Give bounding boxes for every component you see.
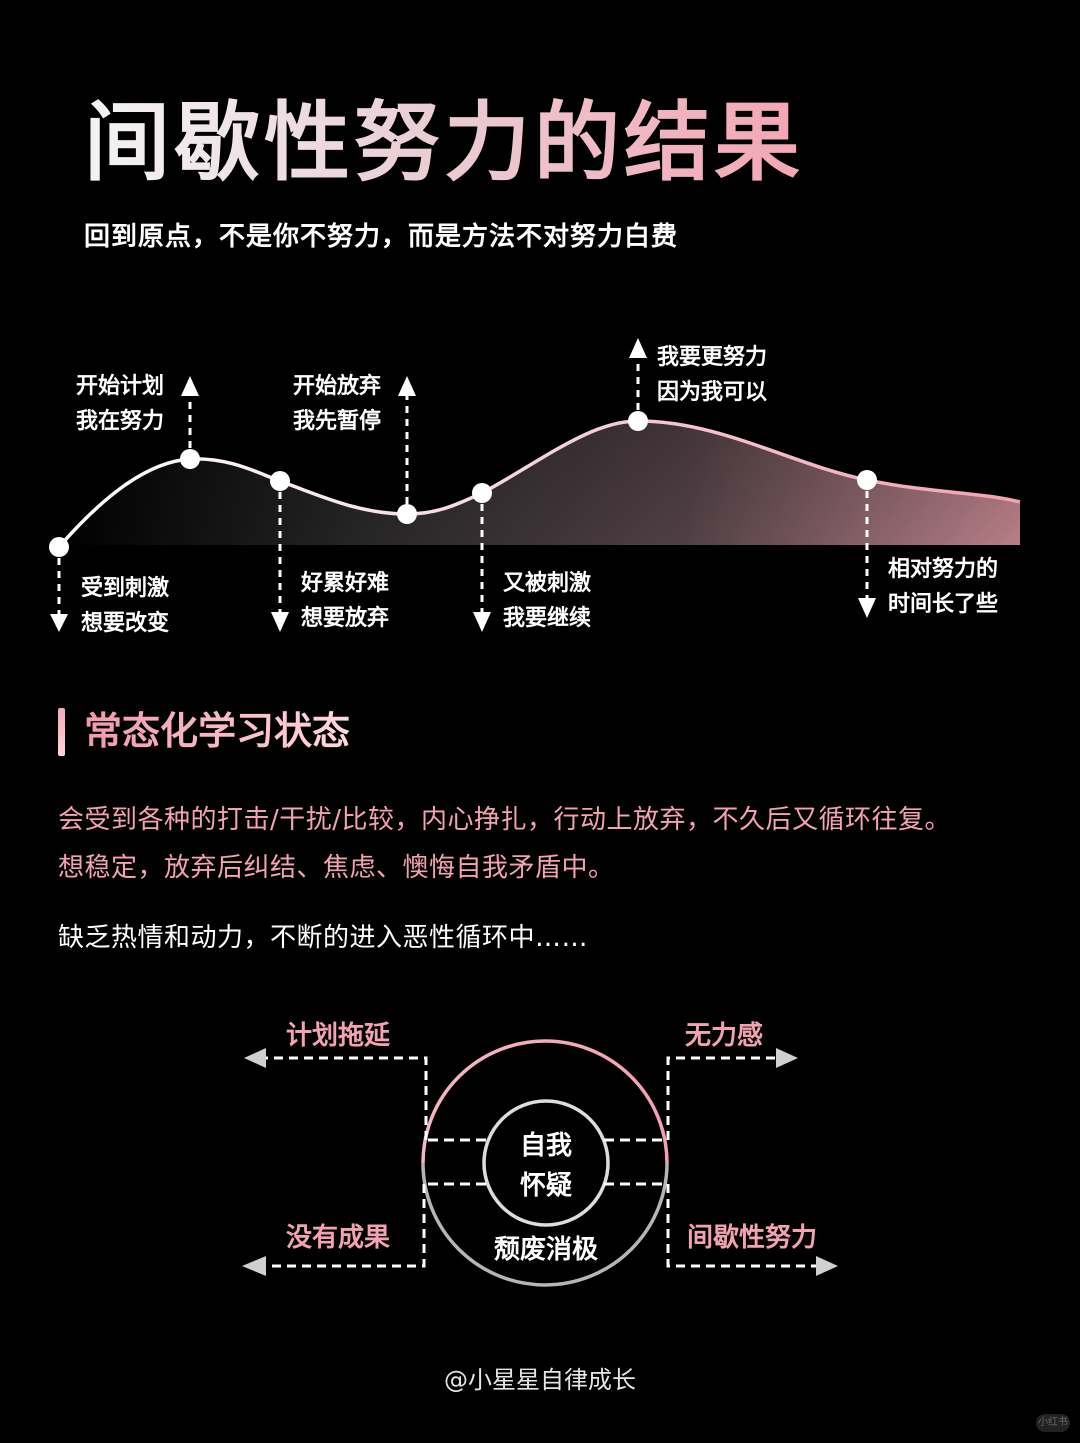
watermark-badge: 小红书	[1036, 1414, 1070, 1432]
paragraph-vicious-cycle: 缺乏热情和动力，不断的进入恶性循环中……	[58, 923, 589, 953]
point-m6	[628, 411, 648, 431]
inner-label-line1: 自我	[520, 1130, 572, 1161]
inner-circle	[482, 1099, 610, 1227]
label-bottom-left: 没有成果	[286, 1223, 390, 1253]
label-m6-line2: 因为我可以	[657, 380, 767, 405]
point-m2	[180, 449, 200, 469]
elbow-bottom-left	[262, 1184, 426, 1268]
section-accent-bar	[58, 708, 65, 756]
page-title: 间歇性努力的结果	[84, 88, 804, 198]
outer-ring-top	[421, 1039, 669, 1164]
arrowhead-m7	[858, 598, 876, 618]
point-m4	[397, 504, 417, 524]
label-m3-line1: 好累好难	[300, 570, 389, 596]
label-m5-line2: 我要继续	[503, 605, 591, 631]
cycle-diagram: 自我 怀疑 颓废消极 计划拖延 无力感 没有成果 间歇性努力	[242, 1021, 838, 1287]
arrowhead-bottom-right	[816, 1256, 838, 1276]
outer-ring-bottom	[421, 1162, 669, 1287]
arrowhead-top-left	[244, 1048, 266, 1068]
point-m5	[472, 483, 492, 503]
label-m2-line2: 我在努力	[76, 408, 164, 434]
arrowhead-m1	[50, 614, 68, 632]
label-m1-line2: 想要改变	[81, 610, 169, 636]
label-m3-line2: 想要放弃	[301, 605, 389, 631]
label-bottom-right: 间歇性努力	[687, 1222, 817, 1253]
label-m7-line1: 相对努力的	[888, 556, 998, 582]
elbow-top-left	[262, 1056, 428, 1140]
arrowhead-m6	[629, 338, 647, 358]
label-top-right: 无力感	[685, 1021, 763, 1051]
label-m5-line1: 又被刺激	[503, 570, 591, 596]
paragraph-struggle: 会受到各种的打击/干扰/比较，内心挣扎，行动上放弃，不久后又循环往复。	[58, 805, 952, 835]
label-m1-line1: 受到刺激	[81, 575, 169, 601]
elbow-bottom-right	[666, 1184, 818, 1268]
arrowhead-m4	[398, 376, 416, 396]
label-m2-line1: 开始计划	[76, 373, 164, 399]
section-title: 常态化学习状态	[84, 704, 350, 758]
label-m4-line2: 我先暂停	[293, 408, 381, 434]
label-top-left: 计划拖延	[286, 1021, 391, 1051]
point-m3	[270, 471, 290, 491]
point-m1	[49, 537, 69, 557]
label-m7-line2: 时间长了些	[888, 592, 998, 617]
arrowhead-bottom-left	[242, 1256, 266, 1276]
arrowhead-m5	[473, 612, 491, 632]
label-m4-line1: 开始放弃	[293, 373, 381, 399]
point-m7	[857, 470, 877, 490]
paragraph-anxiety: 想稳定，放弃后纠结、焦虑、懊悔自我矛盾中。	[58, 853, 615, 883]
wave-diagram: 受到刺激 想要改变 开始计划 我在努力 好累好难 想要放弃 开始放弃 我先暂停 …	[49, 338, 1021, 636]
page-subtitle: 回到原点，不是你不努力，而是方法不对努力白费	[84, 222, 679, 252]
ring-label: 颓废消极	[494, 1234, 599, 1265]
label-m6-line1: 我要更努力	[657, 344, 767, 370]
wave-area	[59, 421, 1020, 547]
inner-label-line2: 怀疑	[520, 1171, 572, 1201]
elbow-top-right	[666, 1056, 780, 1140]
arrowhead-top-right	[776, 1048, 798, 1068]
author-credit: @小星星自律成长	[444, 1366, 636, 1394]
arrowhead-m2	[181, 376, 199, 396]
arrowhead-m3	[271, 612, 289, 632]
